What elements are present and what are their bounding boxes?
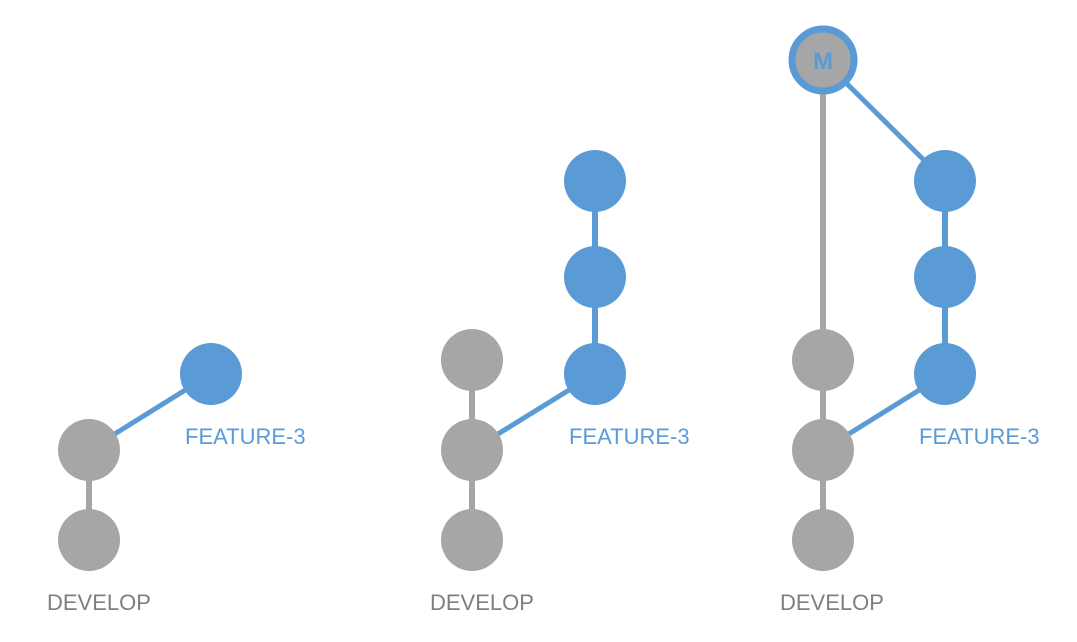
feature-branch-label: FEATURE-3 — [569, 424, 690, 449]
feature-commit — [914, 343, 976, 405]
merge-commit-label: M — [813, 48, 833, 75]
feature-branch-label: FEATURE-3 — [185, 424, 306, 449]
develop-branch-label: DEVELOP — [47, 590, 151, 615]
develop-commit — [792, 419, 854, 481]
feature-commit — [564, 246, 626, 308]
feature-branch-label: FEATURE-3 — [919, 424, 1040, 449]
develop-branch-label: DEVELOP — [430, 590, 534, 615]
develop-commit — [792, 329, 854, 391]
feature-commit — [914, 246, 976, 308]
panel-2: FEATURE-3 DEVELOP — [430, 150, 690, 615]
develop-commit — [792, 509, 854, 571]
panel-1: FEATURE-3 DEVELOP — [47, 343, 306, 615]
develop-commit — [58, 419, 120, 481]
develop-commit — [441, 509, 503, 571]
feature-commit — [180, 343, 242, 405]
feature-commit — [564, 343, 626, 405]
develop-commit — [441, 419, 503, 481]
develop-commit — [441, 329, 503, 391]
feature-commit — [564, 150, 626, 212]
develop-commit — [58, 509, 120, 571]
develop-branch-label: DEVELOP — [780, 590, 884, 615]
feature-commit — [914, 150, 976, 212]
panel-3: M FEATURE-3 DEVELOP — [780, 25, 1040, 615]
merge-commit — [788, 25, 858, 95]
